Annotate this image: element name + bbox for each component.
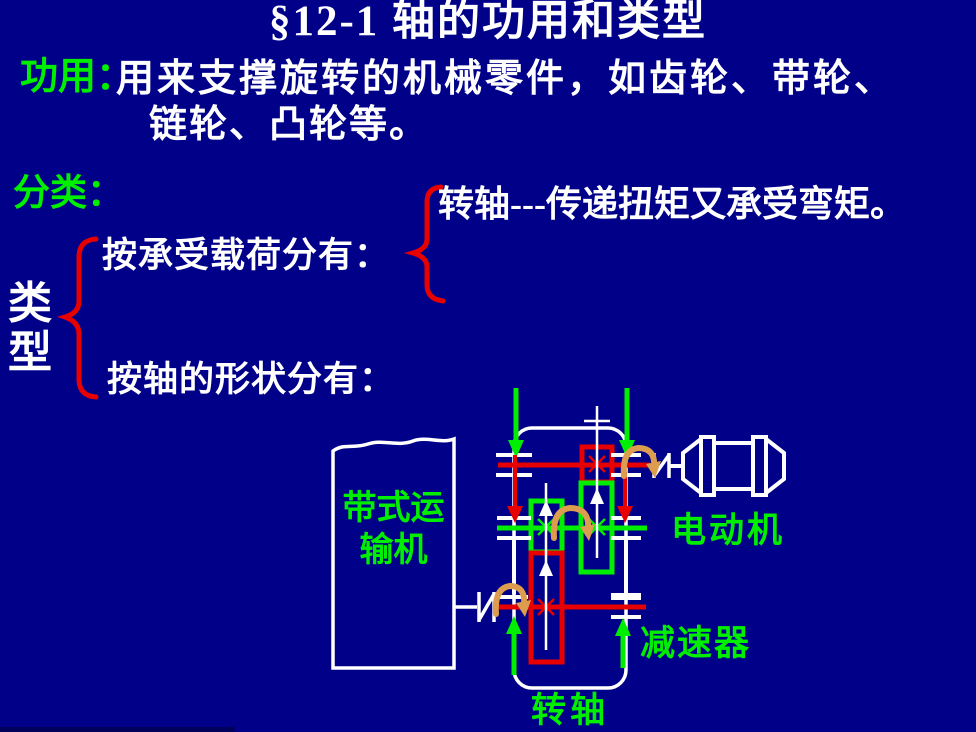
belt-conveyor-label: 带式运 输机: [342, 490, 445, 569]
electric-motor-label: 电动机: [671, 511, 786, 550]
slide-title: §12-1 轴的功用和类型: [268, 0, 708, 45]
by-load-item-rotating-shaft: 转轴---传递扭矩又承受弯矩。: [438, 184, 906, 224]
rotation-arrows: [492, 444, 658, 617]
category-word: 类 型: [8, 279, 52, 377]
load-brace-right: [403, 184, 446, 304]
bottom-edge-artifact: [0, 727, 235, 732]
rotating-shaft-label: 转轴: [531, 691, 610, 730]
by-shape-label: 按轴的形状分有：: [107, 360, 396, 399]
belt-conveyor-box: [331, 436, 456, 670]
electric-motor-icon: [670, 434, 786, 498]
function-text-line1: 用来支撑旋转的机械零件，如齿轮、带轮、: [116, 58, 896, 100]
green-down-arrows: [508, 388, 635, 458]
by-load-label: 按承受载荷分有：: [102, 236, 391, 275]
function-label: 功用：: [20, 56, 135, 98]
function-text-line2: 链轮、凸轮等。: [149, 104, 430, 146]
centerline-arrowheads: [539, 488, 604, 576]
type-brace-left: [56, 236, 99, 400]
coupling-left-icon: [477, 592, 496, 622]
classification-label: 分类：: [13, 173, 124, 214]
bearings: [496, 453, 641, 619]
reducer-label: 减速器: [640, 624, 752, 663]
green-up-arrows: [506, 616, 631, 675]
rotation-arrowheads: [516, 461, 661, 617]
